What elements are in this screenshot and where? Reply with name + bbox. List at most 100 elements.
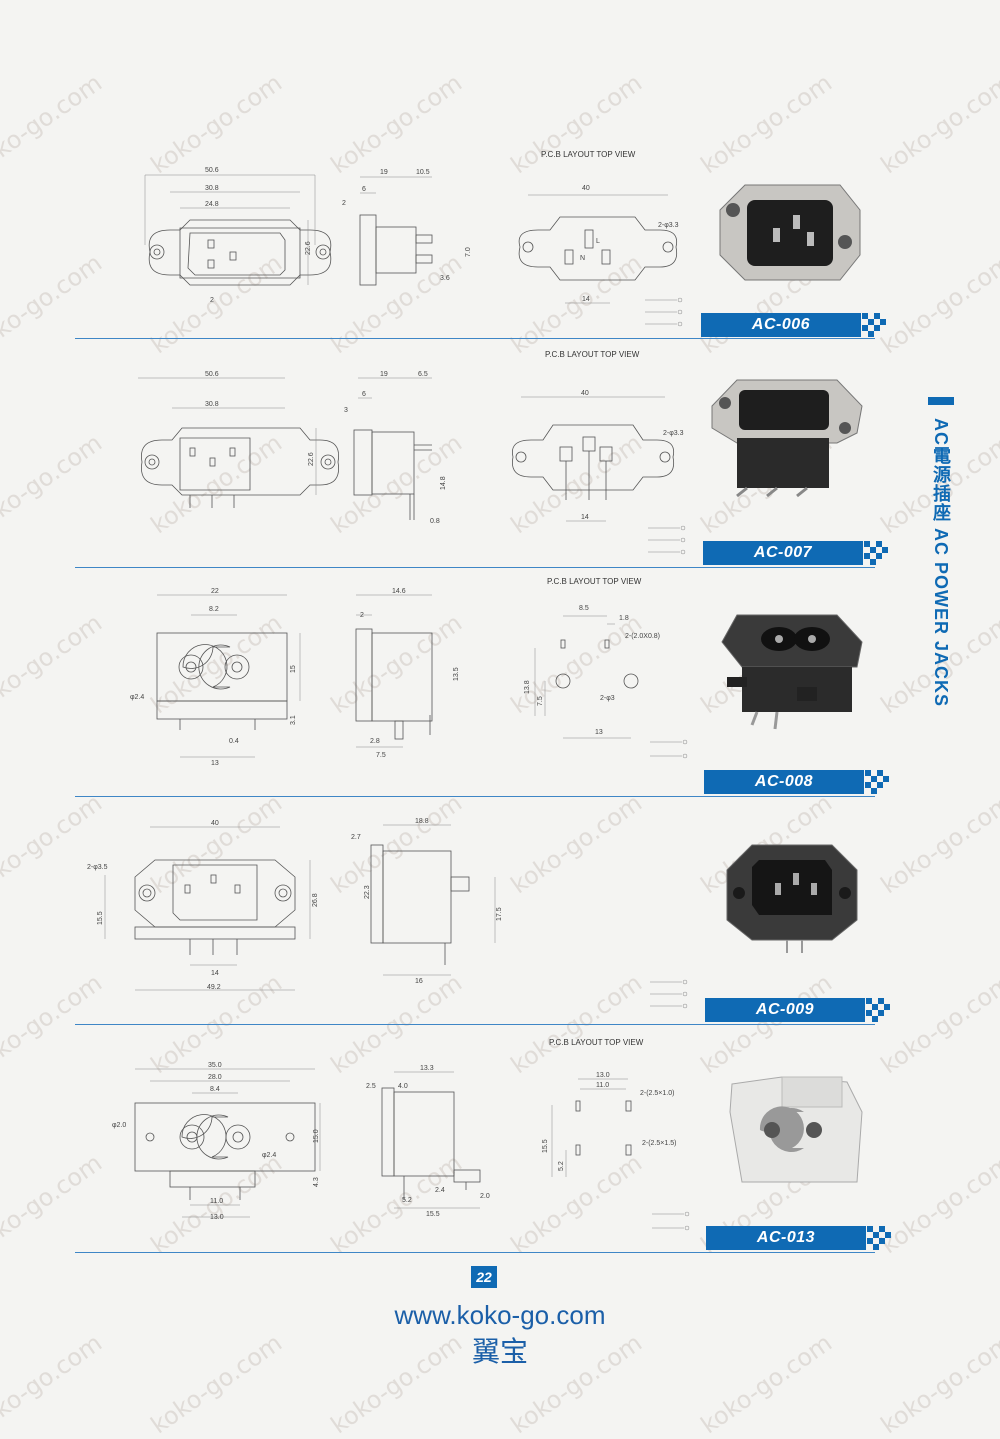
ac-013-separator — [75, 1252, 875, 1253]
svg-text:26.8: 26.8 — [312, 893, 319, 907]
ac-009-model-label: AC-009 — [705, 998, 865, 1022]
svg-text:30.8: 30.8 — [205, 401, 219, 408]
watermark-text: koko-go.com — [0, 68, 108, 180]
page-number: 22 — [471, 1266, 497, 1288]
ac-007-ground-symbols — [648, 525, 686, 555]
svg-text:2-(2.5×1.5): 2-(2.5×1.5) — [642, 1140, 676, 1147]
svg-text:11.0: 11.0 — [596, 1082, 609, 1089]
svg-text:24.8: 24.8 — [205, 201, 219, 208]
watermark-text: koko-go.com — [695, 1328, 838, 1439]
website-link[interactable]: www.koko-go.com — [394, 1300, 606, 1330]
ac-013-side-drawing: 13.3 2.5 4.0 2.4 5.2 2.0 15.5 — [366, 1065, 490, 1218]
svg-text:3.6: 3.6 — [440, 275, 450, 282]
ac-013-front-drawing: 35.0 28.0 8.4 φ2.0 φ2.4 15.0 4.3 11.0 13… — [112, 1062, 321, 1221]
ac-008-checker-icon — [865, 770, 889, 794]
watermark-text: koko-go.com — [0, 1328, 108, 1439]
svg-text:16: 16 — [415, 978, 423, 985]
ac-007-pcb-label: P.C.B LAYOUT TOP VIEW — [545, 350, 640, 359]
svg-text:22.3: 22.3 — [364, 885, 371, 899]
svg-text:15.0: 15.0 — [313, 1129, 320, 1143]
watermark-text: koko-go.com — [875, 788, 1000, 900]
svg-text:40: 40 — [581, 390, 589, 397]
svg-text:2.7: 2.7 — [351, 834, 361, 841]
watermark-text: koko-go.com — [0, 248, 108, 360]
svg-text:13.0: 13.0 — [596, 1072, 610, 1079]
svg-text:4.0: 4.0 — [398, 1083, 408, 1090]
svg-text:13: 13 — [595, 729, 603, 736]
svg-text:2: 2 — [210, 297, 214, 304]
ac-009-separator — [75, 1024, 875, 1025]
svg-text:N: N — [580, 255, 585, 262]
svg-text:φ2.4: φ2.4 — [262, 1152, 276, 1159]
ac-006-pcb-drawing: 40 2-φ3.3 14 N L — [518, 185, 679, 304]
svg-text:2.5: 2.5 — [366, 1083, 376, 1090]
ac-007-front-drawing: 50.6 30.8 22.6 — [138, 371, 339, 508]
svg-text:7.0: 7.0 — [465, 247, 472, 257]
ac-009-front-drawing: 40 2-φ3.5 15.5 26.8 14 49.2 — [87, 820, 319, 991]
ac-008-front-drawing: 22 8.2 15 φ2.4 3.1 0.4 13 — [130, 588, 301, 767]
svg-text:40: 40 — [582, 185, 590, 192]
svg-text:15: 15 — [290, 665, 297, 673]
svg-text:14: 14 — [581, 514, 589, 521]
svg-text:13.8: 13.8 — [524, 680, 531, 694]
svg-text:8.2: 8.2 — [209, 606, 219, 613]
ac-013-pcb-drawing: 13.0 11.0 2-(2.5×1.0) 2-(2.5×1.5) 15.5 5… — [542, 1072, 676, 1177]
svg-text:19: 19 — [380, 371, 388, 378]
side-title-bar — [928, 397, 954, 405]
ac-008-model-label: AC-008 — [704, 770, 864, 794]
svg-text:2-(2.0X0.8): 2-(2.0X0.8) — [625, 633, 660, 640]
watermark-text: koko-go.com — [695, 68, 838, 180]
brand-name: 翼宝 — [471, 1335, 528, 1368]
svg-text:8.5: 8.5 — [579, 605, 589, 612]
svg-text:19: 19 — [380, 169, 388, 176]
svg-text:0.8: 0.8 — [430, 518, 440, 525]
svg-text:0.4: 0.4 — [229, 738, 239, 745]
ac-013-model-label: AC-013 — [706, 1226, 866, 1250]
svg-text:3: 3 — [344, 407, 348, 414]
ac-006-model-label: AC-006 — [701, 313, 861, 337]
svg-text:2.0: 2.0 — [480, 1193, 490, 1200]
svg-text:14.6: 14.6 — [392, 588, 406, 595]
svg-text:2.4: 2.4 — [435, 1187, 445, 1194]
watermark-text: koko-go.com — [0, 1148, 108, 1260]
svg-text:30.8: 30.8 — [205, 185, 219, 192]
watermark-text: koko-go.com — [0, 428, 108, 540]
ac-009-product-photo — [726, 844, 858, 953]
svg-text:2-φ3.5: 2-φ3.5 — [87, 864, 108, 871]
svg-text:40: 40 — [211, 820, 219, 827]
ac-006-pcb-label: P.C.B LAYOUT TOP VIEW — [541, 150, 636, 159]
ac-008-ground-symbols — [650, 739, 688, 759]
svg-text:6: 6 — [362, 391, 366, 398]
ac-007-side-drawing: 19 6.5 6 3 14.8 0.8 — [344, 371, 447, 525]
svg-text:2-φ3.3: 2-φ3.3 — [663, 430, 684, 437]
svg-text:2: 2 — [342, 200, 346, 207]
watermark-text: koko-go.com — [875, 968, 1000, 1080]
svg-text:6: 6 — [362, 186, 366, 193]
ac-007-product-photo — [711, 379, 863, 498]
ac-008-pcb-drawing: 8.5 1.8 2-(2.0X0.8) 13.8 7.5 2-φ3 13 — [524, 605, 660, 739]
ac-008-side-drawing: 14.6 2 13.5 2.8 7.5 — [355, 588, 460, 759]
svg-text:5.2: 5.2 — [558, 1161, 565, 1171]
ac-009-side-drawing: 2.7 18.8 22.3 17.5 16 — [351, 818, 503, 985]
ac-006-checker-icon — [862, 313, 886, 337]
ac-013-product-photo — [729, 1076, 863, 1183]
svg-text:6.5: 6.5 — [418, 371, 428, 378]
svg-text:2-(2.5×1.0): 2-(2.5×1.0) — [640, 1090, 674, 1097]
svg-text:1.8: 1.8 — [619, 615, 629, 622]
ac-006-separator — [75, 338, 875, 339]
svg-text:18.8: 18.8 — [415, 818, 429, 825]
ac-013-ground-symbols — [652, 1211, 690, 1231]
svg-text:5.2: 5.2 — [402, 1197, 412, 1204]
svg-text:7.5: 7.5 — [376, 752, 386, 759]
ac-006-side-drawing: 19 10.5 6 2 7.0 3.6 — [342, 169, 472, 286]
svg-text:L: L — [596, 238, 600, 245]
ac-007-separator — [75, 567, 875, 568]
svg-text:2-φ3: 2-φ3 — [600, 695, 615, 702]
watermark-text: koko-go.com — [875, 1328, 1000, 1439]
svg-text:15.5: 15.5 — [426, 1211, 440, 1218]
svg-text:13.5: 13.5 — [453, 667, 460, 681]
svg-text:2-φ3.3: 2-φ3.3 — [658, 222, 679, 229]
svg-text:14.8: 14.8 — [440, 476, 447, 490]
ac-009-checker-icon — [866, 998, 890, 1022]
svg-text:22.6: 22.6 — [308, 452, 315, 466]
